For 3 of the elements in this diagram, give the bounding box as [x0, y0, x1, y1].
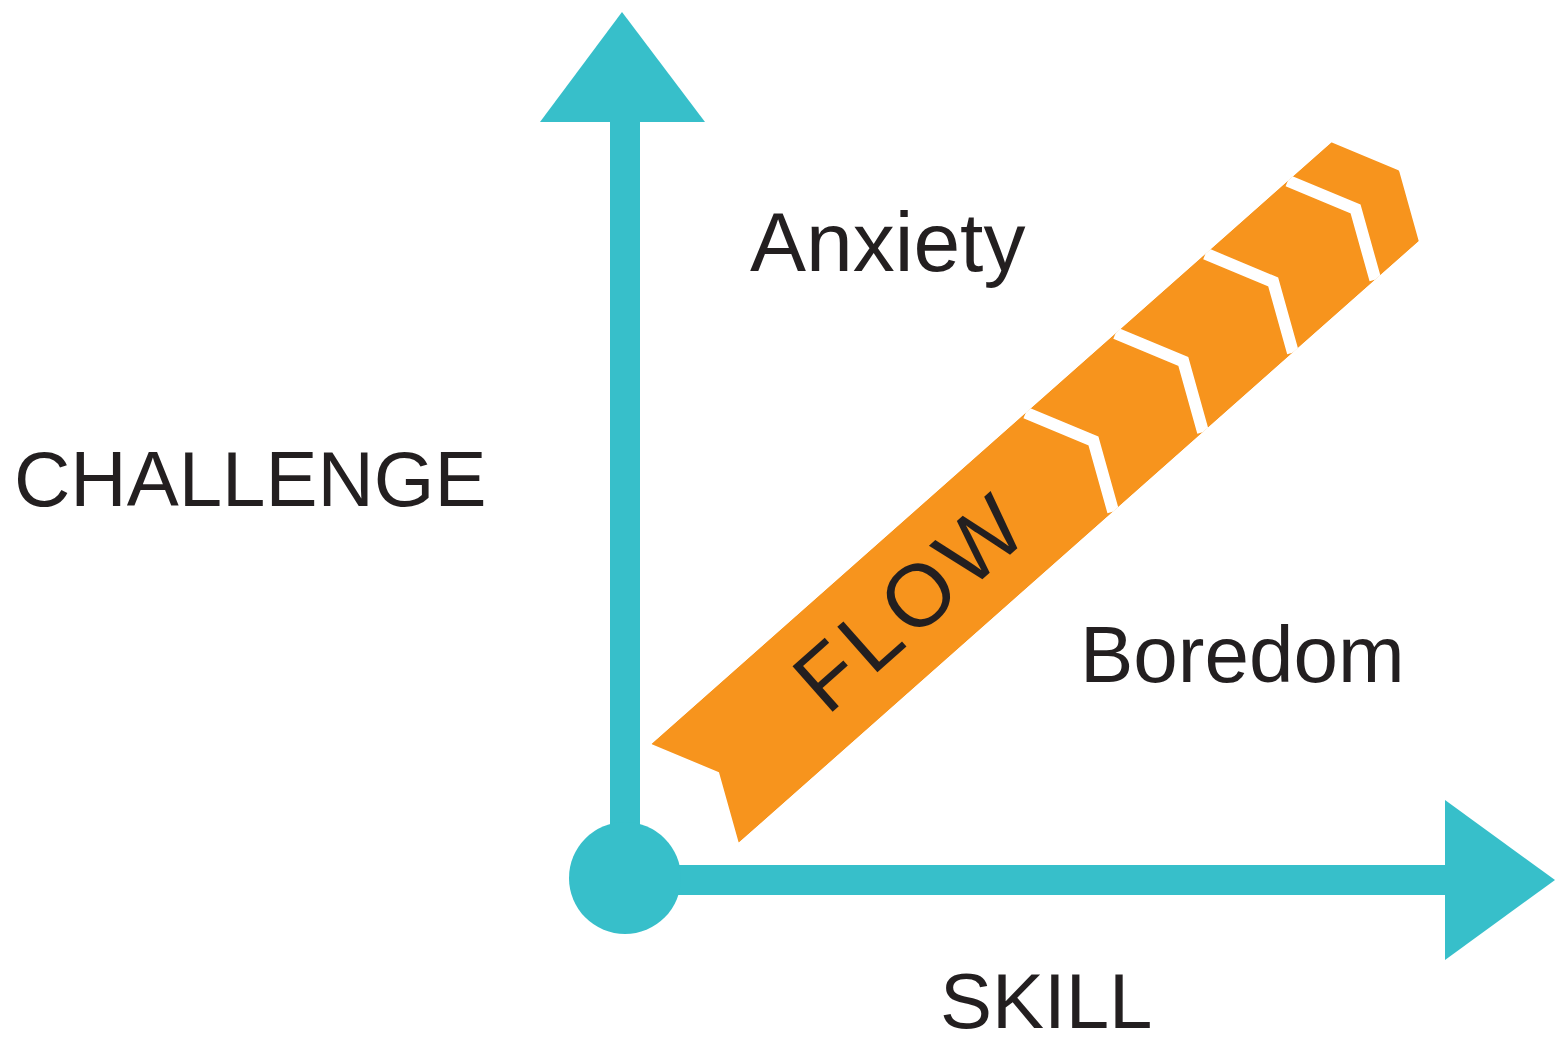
region-label: Boredom: [1080, 615, 1405, 695]
axis-title: SKILL: [940, 962, 1153, 1040]
axis-title: CHALLENGE: [14, 440, 487, 518]
